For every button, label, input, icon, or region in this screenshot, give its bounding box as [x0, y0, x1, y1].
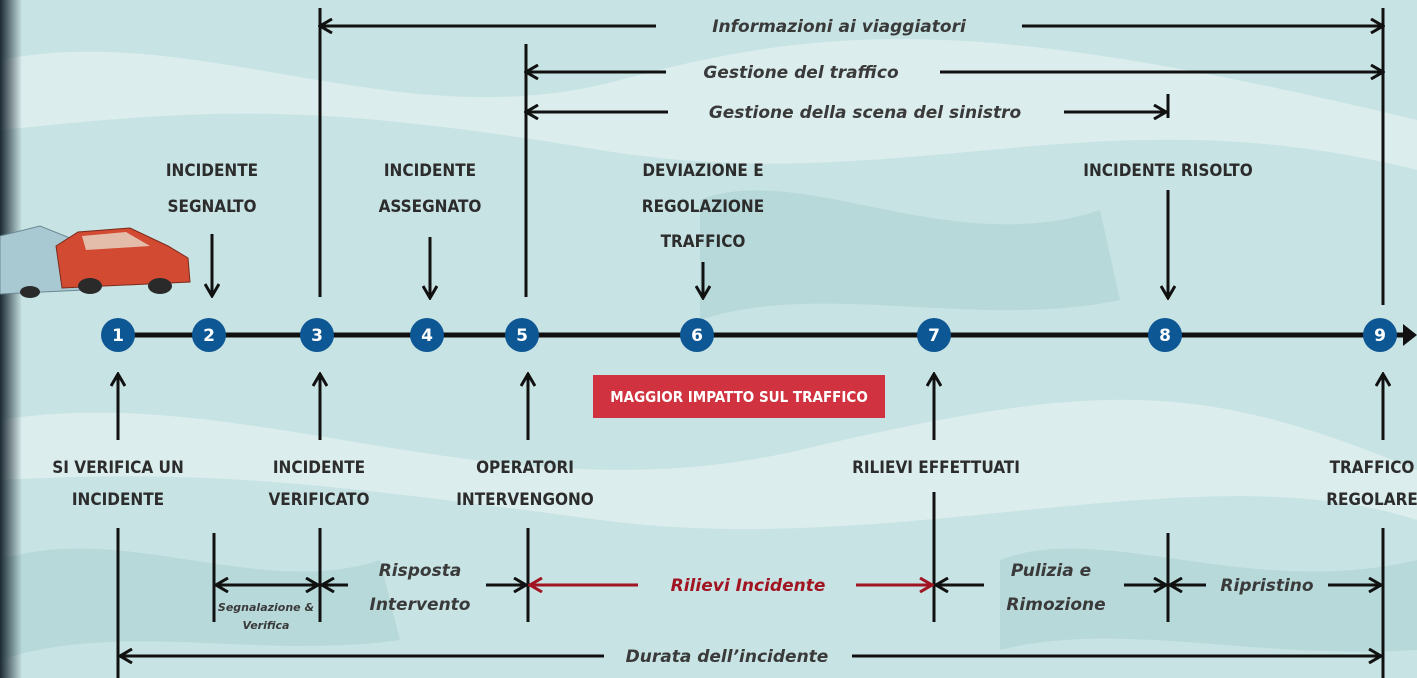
milestone-4: 4	[410, 318, 444, 352]
span-gestione-scena-label: Gestione della scena del sinistro	[709, 103, 1022, 123]
svg-text:8: 8	[1159, 326, 1171, 346]
milestone-2: 2	[192, 318, 226, 352]
svg-text:Rilievi Incidente: Rilievi Incidente	[671, 576, 826, 596]
svg-text:Segnalazione &: Segnalazione &	[218, 601, 314, 614]
svg-text:RILIEVI EFFETTUATI: RILIEVI EFFETTUATI	[852, 458, 1020, 478]
svg-text:TRAFFICO: TRAFFICO	[1330, 458, 1415, 478]
bottom-label-si-verifica: SI VERIFICA UN INCIDENTE	[52, 458, 184, 510]
bottom-label-traffico-regolare: TRAFFICO REGOLARE	[1326, 458, 1417, 510]
svg-text:REGOLAZIONE: REGOLAZIONE	[642, 197, 764, 217]
svg-text:INCIDENTE: INCIDENTE	[384, 161, 476, 181]
svg-text:3: 3	[311, 326, 323, 346]
span-gestione-traffico: Gestione del traffico	[526, 44, 1383, 297]
svg-text:5: 5	[516, 326, 528, 346]
milestone-9: 9	[1363, 318, 1397, 352]
svg-text:SI VERIFICA UN: SI VERIFICA UN	[52, 458, 184, 478]
svg-text:SEGNALTO: SEGNALTO	[167, 197, 256, 217]
span-informazioni: Informazioni ai viaggiatori	[320, 8, 1383, 305]
svg-text:9: 9	[1374, 326, 1386, 346]
timeline-arrowhead	[1403, 324, 1417, 346]
svg-text:1: 1	[112, 326, 124, 346]
svg-text:Ripristino: Ripristino	[1220, 576, 1313, 596]
svg-text:DEVIAZIONE E: DEVIAZIONE E	[642, 161, 763, 181]
milestone-5: 5	[505, 318, 539, 352]
bottom-label-rilievi-effettuati: RILIEVI EFFETTUATI	[852, 458, 1020, 478]
milestone-3: 3	[300, 318, 334, 352]
phase-risposta: Risposta Intervento	[322, 561, 526, 615]
svg-text:INTERVENGONO: INTERVENGONO	[456, 490, 594, 510]
span-informazioni-label: Informazioni ai viaggiatori	[712, 17, 967, 37]
top-label-risolto: INCIDENTE RISOLTO	[1083, 161, 1253, 298]
phase-pulizia: Pulizia e Rimozione	[936, 561, 1166, 615]
top-label-segnalato: INCIDENTE SEGNALTO	[166, 161, 258, 296]
phase-rilievi: Rilievi Incidente	[530, 576, 932, 596]
svg-text:INCIDENTE: INCIDENTE	[72, 490, 164, 510]
milestone-8: 8	[1148, 318, 1182, 352]
span-durata: Durata dell’incidente	[120, 647, 1381, 667]
svg-text:Intervento: Intervento	[370, 595, 471, 615]
svg-text:6: 6	[691, 326, 703, 346]
milestone-7: 7	[917, 318, 951, 352]
svg-text:TRAFFICO: TRAFFICO	[661, 232, 746, 252]
svg-text:REGOLARE: REGOLARE	[1326, 490, 1417, 510]
svg-text:INCIDENTE: INCIDENTE	[273, 458, 365, 478]
svg-text:Durata dell’incidente: Durata dell’incidente	[626, 647, 829, 667]
top-label-assegnato: INCIDENTE ASSEGNATO	[379, 161, 482, 298]
milestone-1: 1	[101, 318, 135, 352]
svg-text:Verifica: Verifica	[243, 619, 290, 632]
crashed-car-image	[0, 225, 191, 298]
impact-badge: MAGGIOR IMPATTO SUL TRAFFICO	[593, 375, 885, 418]
svg-text:INCIDENTE: INCIDENTE	[166, 161, 258, 181]
bottom-label-verificato: INCIDENTE VERIFICATO	[268, 458, 369, 510]
svg-text:Risposta: Risposta	[379, 561, 462, 581]
span-gestione-traffico-label: Gestione del traffico	[703, 63, 899, 83]
svg-text:Rimozione: Rimozione	[1006, 595, 1105, 615]
phase-ripristino: Ripristino	[1170, 576, 1381, 596]
svg-text:INCIDENTE RISOLTO: INCIDENTE RISOLTO	[1083, 161, 1252, 181]
span-gestione-scena: Gestione della scena del sinistro	[526, 94, 1170, 123]
milestone-6: 6	[680, 318, 714, 352]
svg-text:7: 7	[928, 326, 940, 346]
svg-text:4: 4	[421, 326, 433, 346]
top-label-deviazione: DEVIAZIONE E REGOLAZIONE TRAFFICO	[642, 161, 764, 298]
svg-text:Pulizia e: Pulizia e	[1011, 561, 1091, 581]
phase-segnalazione: Segnalazione & Verifica	[216, 585, 318, 632]
bottom-label-operatori: OPERATORI INTERVENGONO	[456, 458, 594, 510]
svg-text:2: 2	[203, 326, 215, 346]
svg-text:OPERATORI: OPERATORI	[476, 458, 574, 478]
svg-text:ASSEGNATO: ASSEGNATO	[379, 197, 482, 217]
svg-text:MAGGIOR IMPATTO SUL TRAFFICO: MAGGIOR IMPATTO SUL TRAFFICO	[610, 388, 868, 406]
svg-text:VERIFICATO: VERIFICATO	[268, 490, 369, 510]
